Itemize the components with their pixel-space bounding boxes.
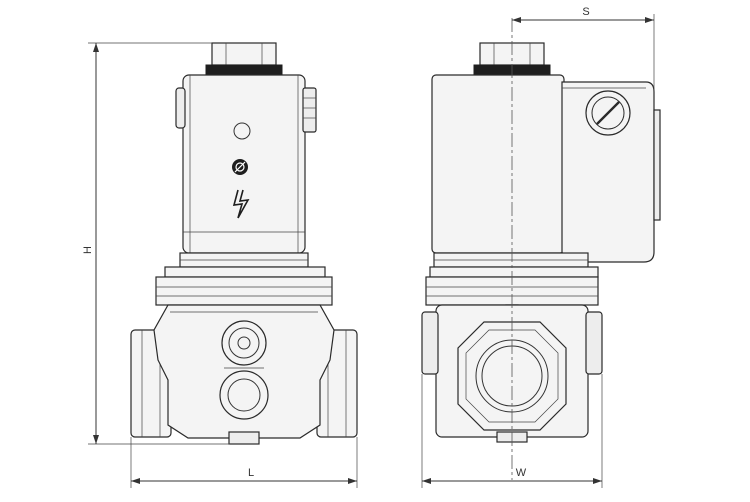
dimension-h: H	[82, 42, 230, 445]
side-view	[421, 42, 661, 443]
dimension-s-label: S	[582, 6, 589, 18]
front-upper-tap	[221, 320, 267, 366]
circle-icon	[233, 122, 251, 140]
front-flange	[155, 276, 333, 306]
dimension-w-label: W	[516, 467, 527, 479]
dimension-h-label: H	[82, 246, 94, 254]
dimension-w: W	[421, 374, 603, 488]
side-cover-edge	[653, 109, 661, 221]
lightning-bolt-icon	[232, 189, 250, 219]
dimension-l-label: L	[248, 467, 254, 479]
crossed-circle-icon	[232, 159, 248, 175]
front-left-knob	[175, 87, 186, 129]
front-lower-tap	[219, 370, 269, 420]
dimension-l: L	[130, 437, 358, 488]
front-top-ring	[205, 64, 283, 75]
front-bottom-plug	[228, 431, 260, 445]
front-top-nut	[211, 42, 277, 66]
front-view	[130, 42, 358, 445]
side-neck-collar	[429, 266, 599, 278]
front-neck-collar	[164, 266, 326, 278]
slotted-screw-icon	[585, 90, 631, 136]
side-right-boss	[585, 311, 603, 375]
side-coil-housing	[431, 74, 565, 254]
dimension-s: S	[512, 6, 655, 90]
front-right-connector	[302, 87, 317, 133]
side-left-boss	[421, 311, 439, 375]
side-connector-cover	[561, 81, 655, 263]
